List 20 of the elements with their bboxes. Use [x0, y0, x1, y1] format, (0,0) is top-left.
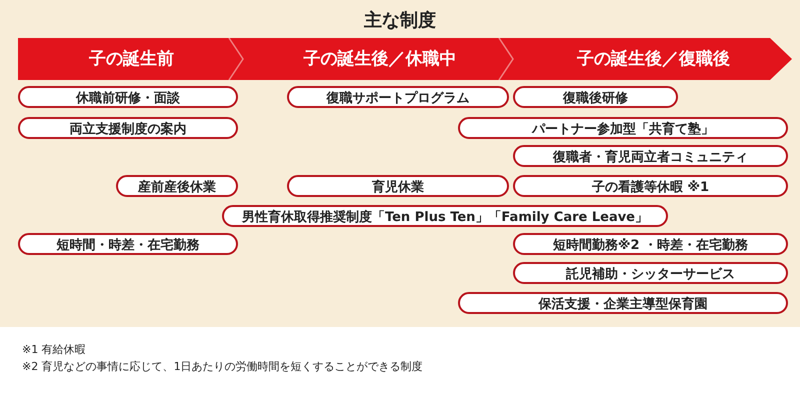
phase-header: 子の誕生前 [18, 38, 245, 80]
program-pill: 産前産後休業 [116, 175, 238, 197]
program-pill: 休職前研修・面談 [18, 86, 238, 108]
footnote: ※2 育児などの事情に応じて、1日あたりの労働時間を短くすることができる制度 [22, 359, 423, 374]
program-pill: パートナー参加型「共育て塾」 [458, 117, 788, 139]
program-pill: 復職後研修 [513, 86, 678, 108]
program-pill: 託児補助・シッターサービス [513, 262, 788, 284]
phase-header: 子の誕生後／休職中 [245, 38, 515, 80]
program-pill: 男性育休取得推奨制度「Ten Plus Ten」「Family Care Leave」 [222, 205, 668, 227]
program-pill: 保活支援・企業主導型保育園 [458, 292, 788, 314]
footnote: ※1 有給休暇 [22, 342, 86, 357]
program-pill: 復職サポートプログラム [287, 86, 509, 108]
program-pill: 短時間・時差・在宅勤務 [18, 233, 238, 255]
title: 主な制度 [363, 9, 437, 32]
program-pill: 復職者・育児両立者コミュニティ [513, 145, 788, 167]
program-pill: 短時間勤務※2 ・時差・在宅勤務 [513, 233, 788, 255]
program-pill: 育児休業 [287, 175, 509, 197]
program-pill: 子の看護等休暇 ※1 [513, 175, 788, 197]
program-pill: 両立支援制度の案内 [18, 117, 238, 139]
phase-header: 子の誕生後／復職後 [515, 38, 792, 80]
